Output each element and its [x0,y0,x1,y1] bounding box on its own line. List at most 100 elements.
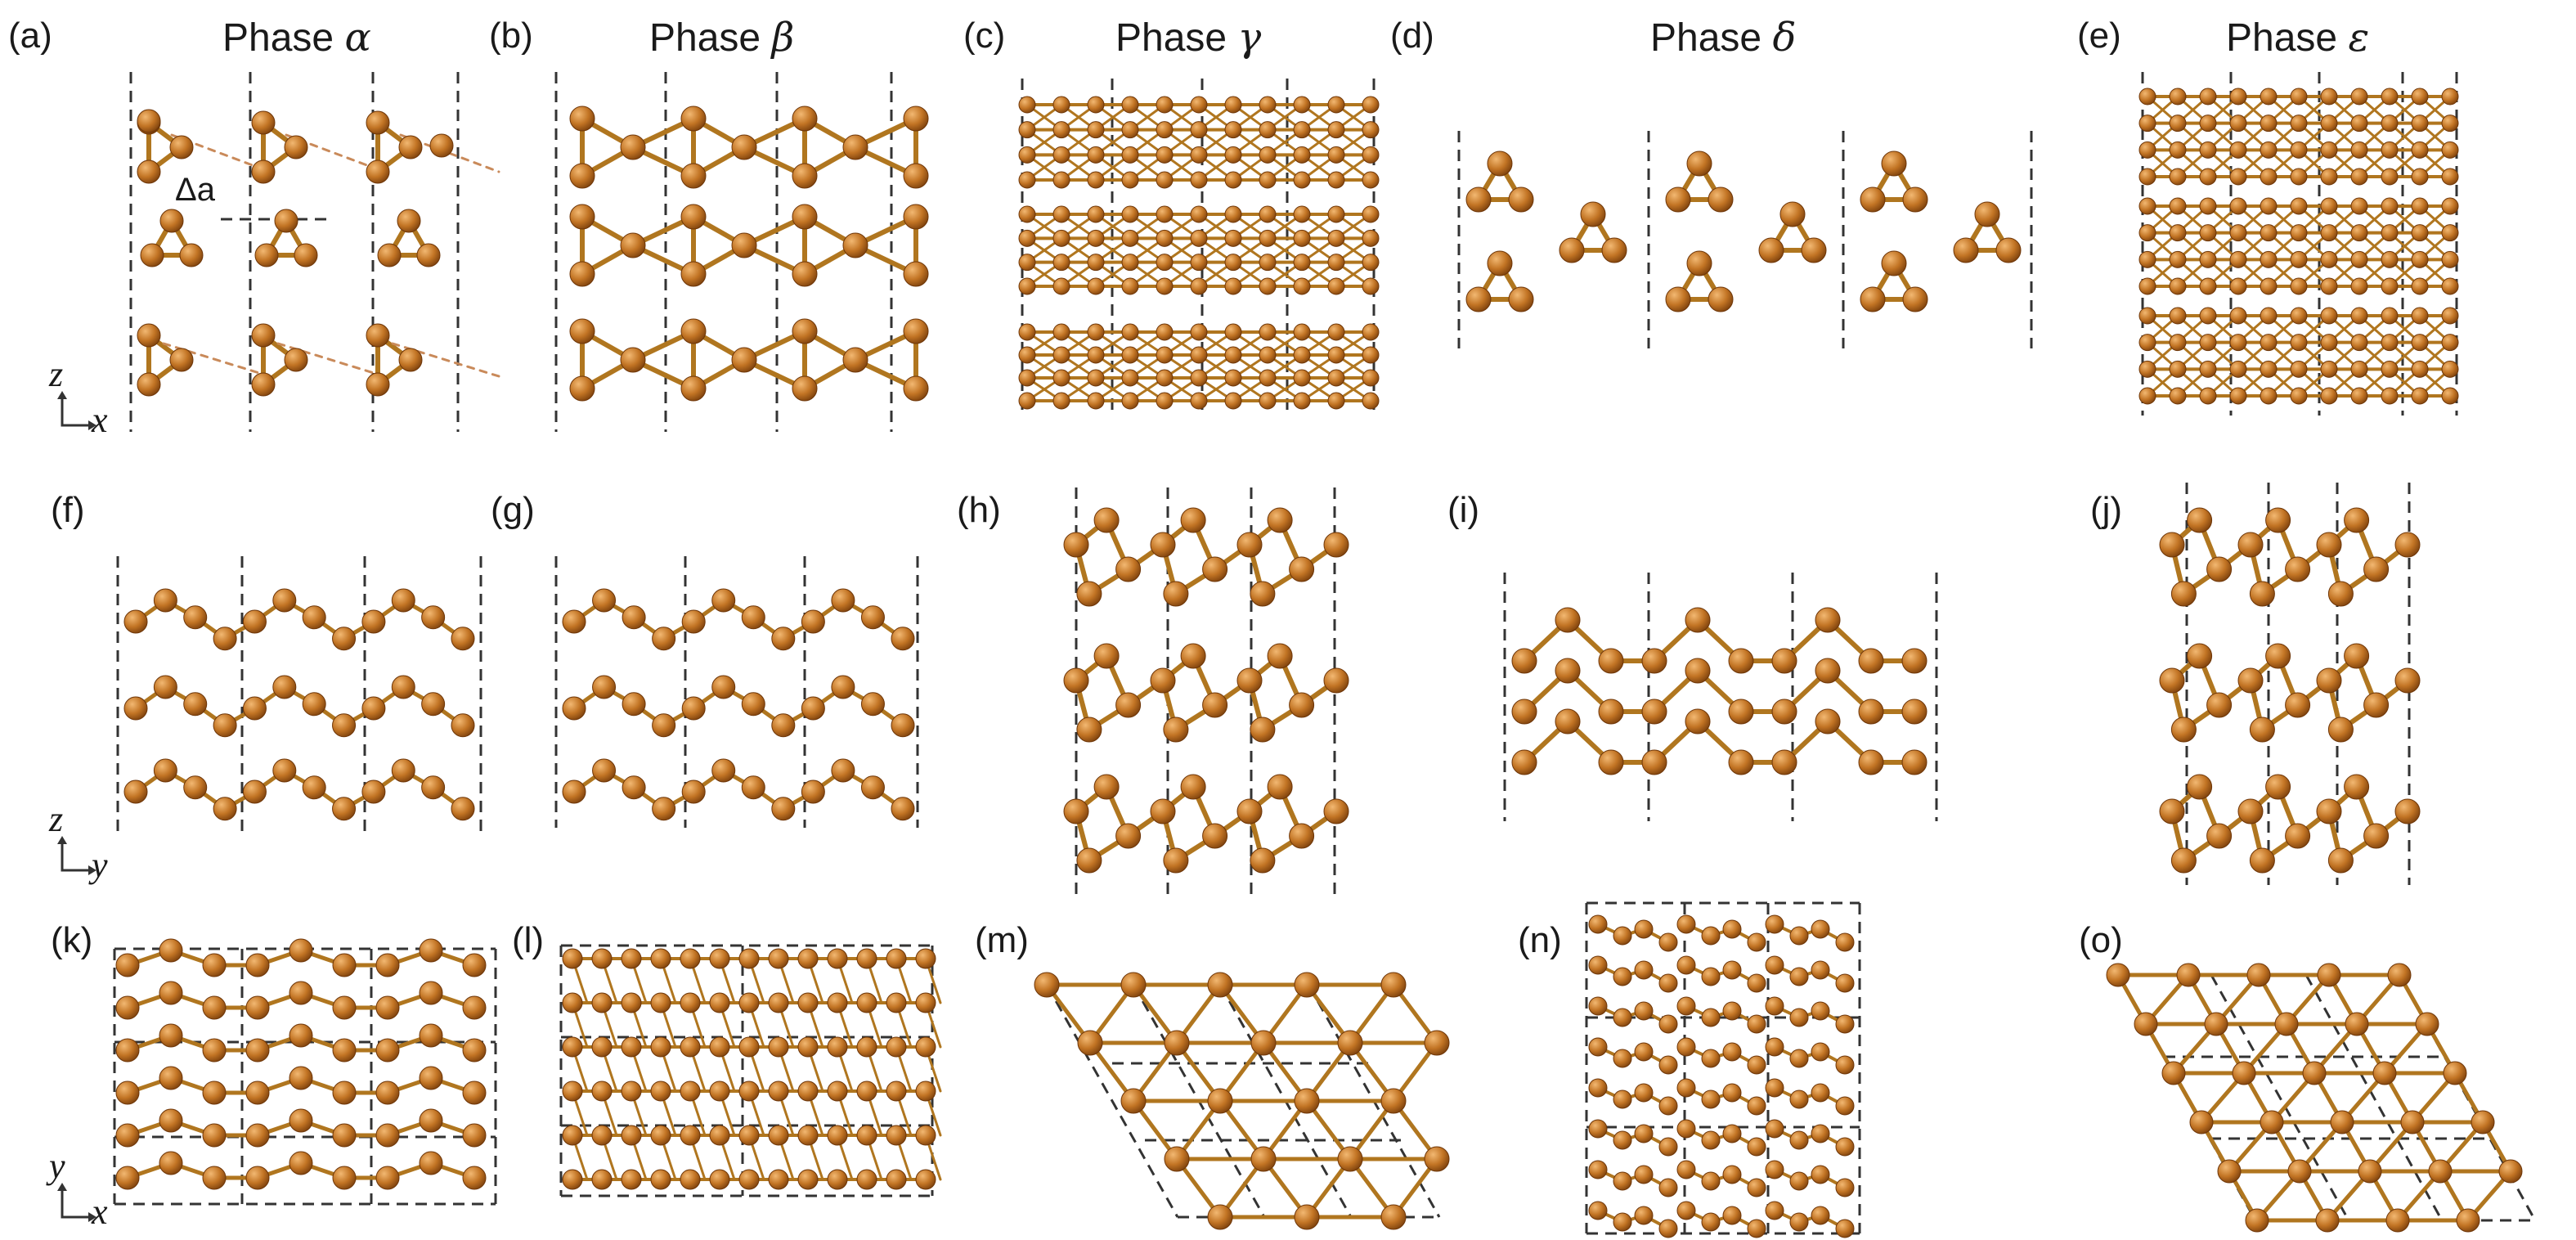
atom [1722,1165,1742,1184]
atom [2159,798,2185,824]
atom [709,1081,730,1102]
atom [1685,658,1711,684]
atom [213,713,237,738]
atom [1207,972,1233,998]
unit-cell-boundary [1045,984,1179,1218]
atom [1701,1212,1721,1232]
atom [792,261,818,287]
atom [1180,774,1206,800]
atom [915,1036,936,1058]
atom [2290,88,2308,106]
atom [2138,387,2156,405]
unit-cell-boundary [2304,974,2444,1221]
atom [2315,1208,2340,1233]
atom [2320,197,2338,215]
atom [2327,581,2354,607]
atom [592,758,617,783]
atom [2260,168,2278,186]
title-word: Phase [222,16,334,60]
atom [1093,507,1120,533]
atom [1658,1219,1678,1238]
atom [1052,277,1070,295]
axis-horizontal-label-3: x [92,1192,108,1232]
atom [1250,1030,1277,1056]
atom [361,609,386,634]
atom [591,1169,613,1190]
atom [860,775,885,800]
atom [1337,1030,1363,1056]
atom [2350,250,2368,268]
atom [2169,88,2187,106]
atom [562,948,583,969]
atom [2441,334,2459,352]
atom [1634,1083,1654,1103]
atom [242,609,267,634]
atom [2411,168,2429,186]
atom [332,1166,357,1190]
atom [2372,1061,2397,1085]
axis-arrowhead [88,420,96,430]
atom [451,797,475,821]
atom [591,1125,613,1146]
atom [1722,919,1742,939]
atom [2330,1110,2354,1134]
atom [1259,369,1277,387]
atom [2199,387,2217,405]
atom [2381,250,2399,268]
atom [1150,667,1176,694]
atom [419,1108,443,1133]
atom [2350,387,2368,405]
atom [1598,699,1624,725]
atom [1293,96,1311,114]
atom [856,1125,877,1146]
atom [1156,346,1174,364]
atom [1323,667,1349,694]
atom [709,1125,730,1146]
panel-label-g: (g) [491,490,535,530]
atom [2381,197,2399,215]
atom [591,948,613,969]
atom [1224,171,1242,189]
atom [1815,708,1841,735]
atom [768,1169,789,1190]
atom [1881,151,1907,177]
atom [2441,141,2459,159]
atom [650,948,671,969]
atom [1293,205,1311,223]
atom [1722,1001,1742,1021]
atom [1259,121,1277,139]
atom [1236,798,1263,824]
atom [2199,168,2217,186]
panel-label-k: (k) [51,920,93,960]
atom [1708,286,1734,312]
atom [622,775,646,800]
atom [2350,197,2368,215]
atom [1722,1042,1742,1062]
atom [2260,224,2278,242]
atom [1598,749,1624,775]
atom [2134,1012,2158,1036]
atom [1224,254,1242,272]
atom [1250,581,1276,607]
atom [302,775,326,800]
atom [652,713,676,738]
atom [650,1125,671,1146]
atom [272,758,297,783]
atom [332,713,357,738]
atom [562,1125,583,1146]
atom [1658,1178,1678,1197]
atom [1701,1130,1721,1150]
atom [1858,648,1884,674]
atom [681,609,706,634]
atom [680,1169,701,1190]
atom [1588,1119,1608,1139]
atom [153,675,177,699]
atom [2290,387,2308,405]
atom [2350,334,2368,352]
atom [1190,369,1208,387]
atom [856,1169,877,1190]
atom [1267,774,1293,800]
atom [202,1081,227,1105]
atom [2187,774,2213,800]
atom [332,1038,357,1063]
